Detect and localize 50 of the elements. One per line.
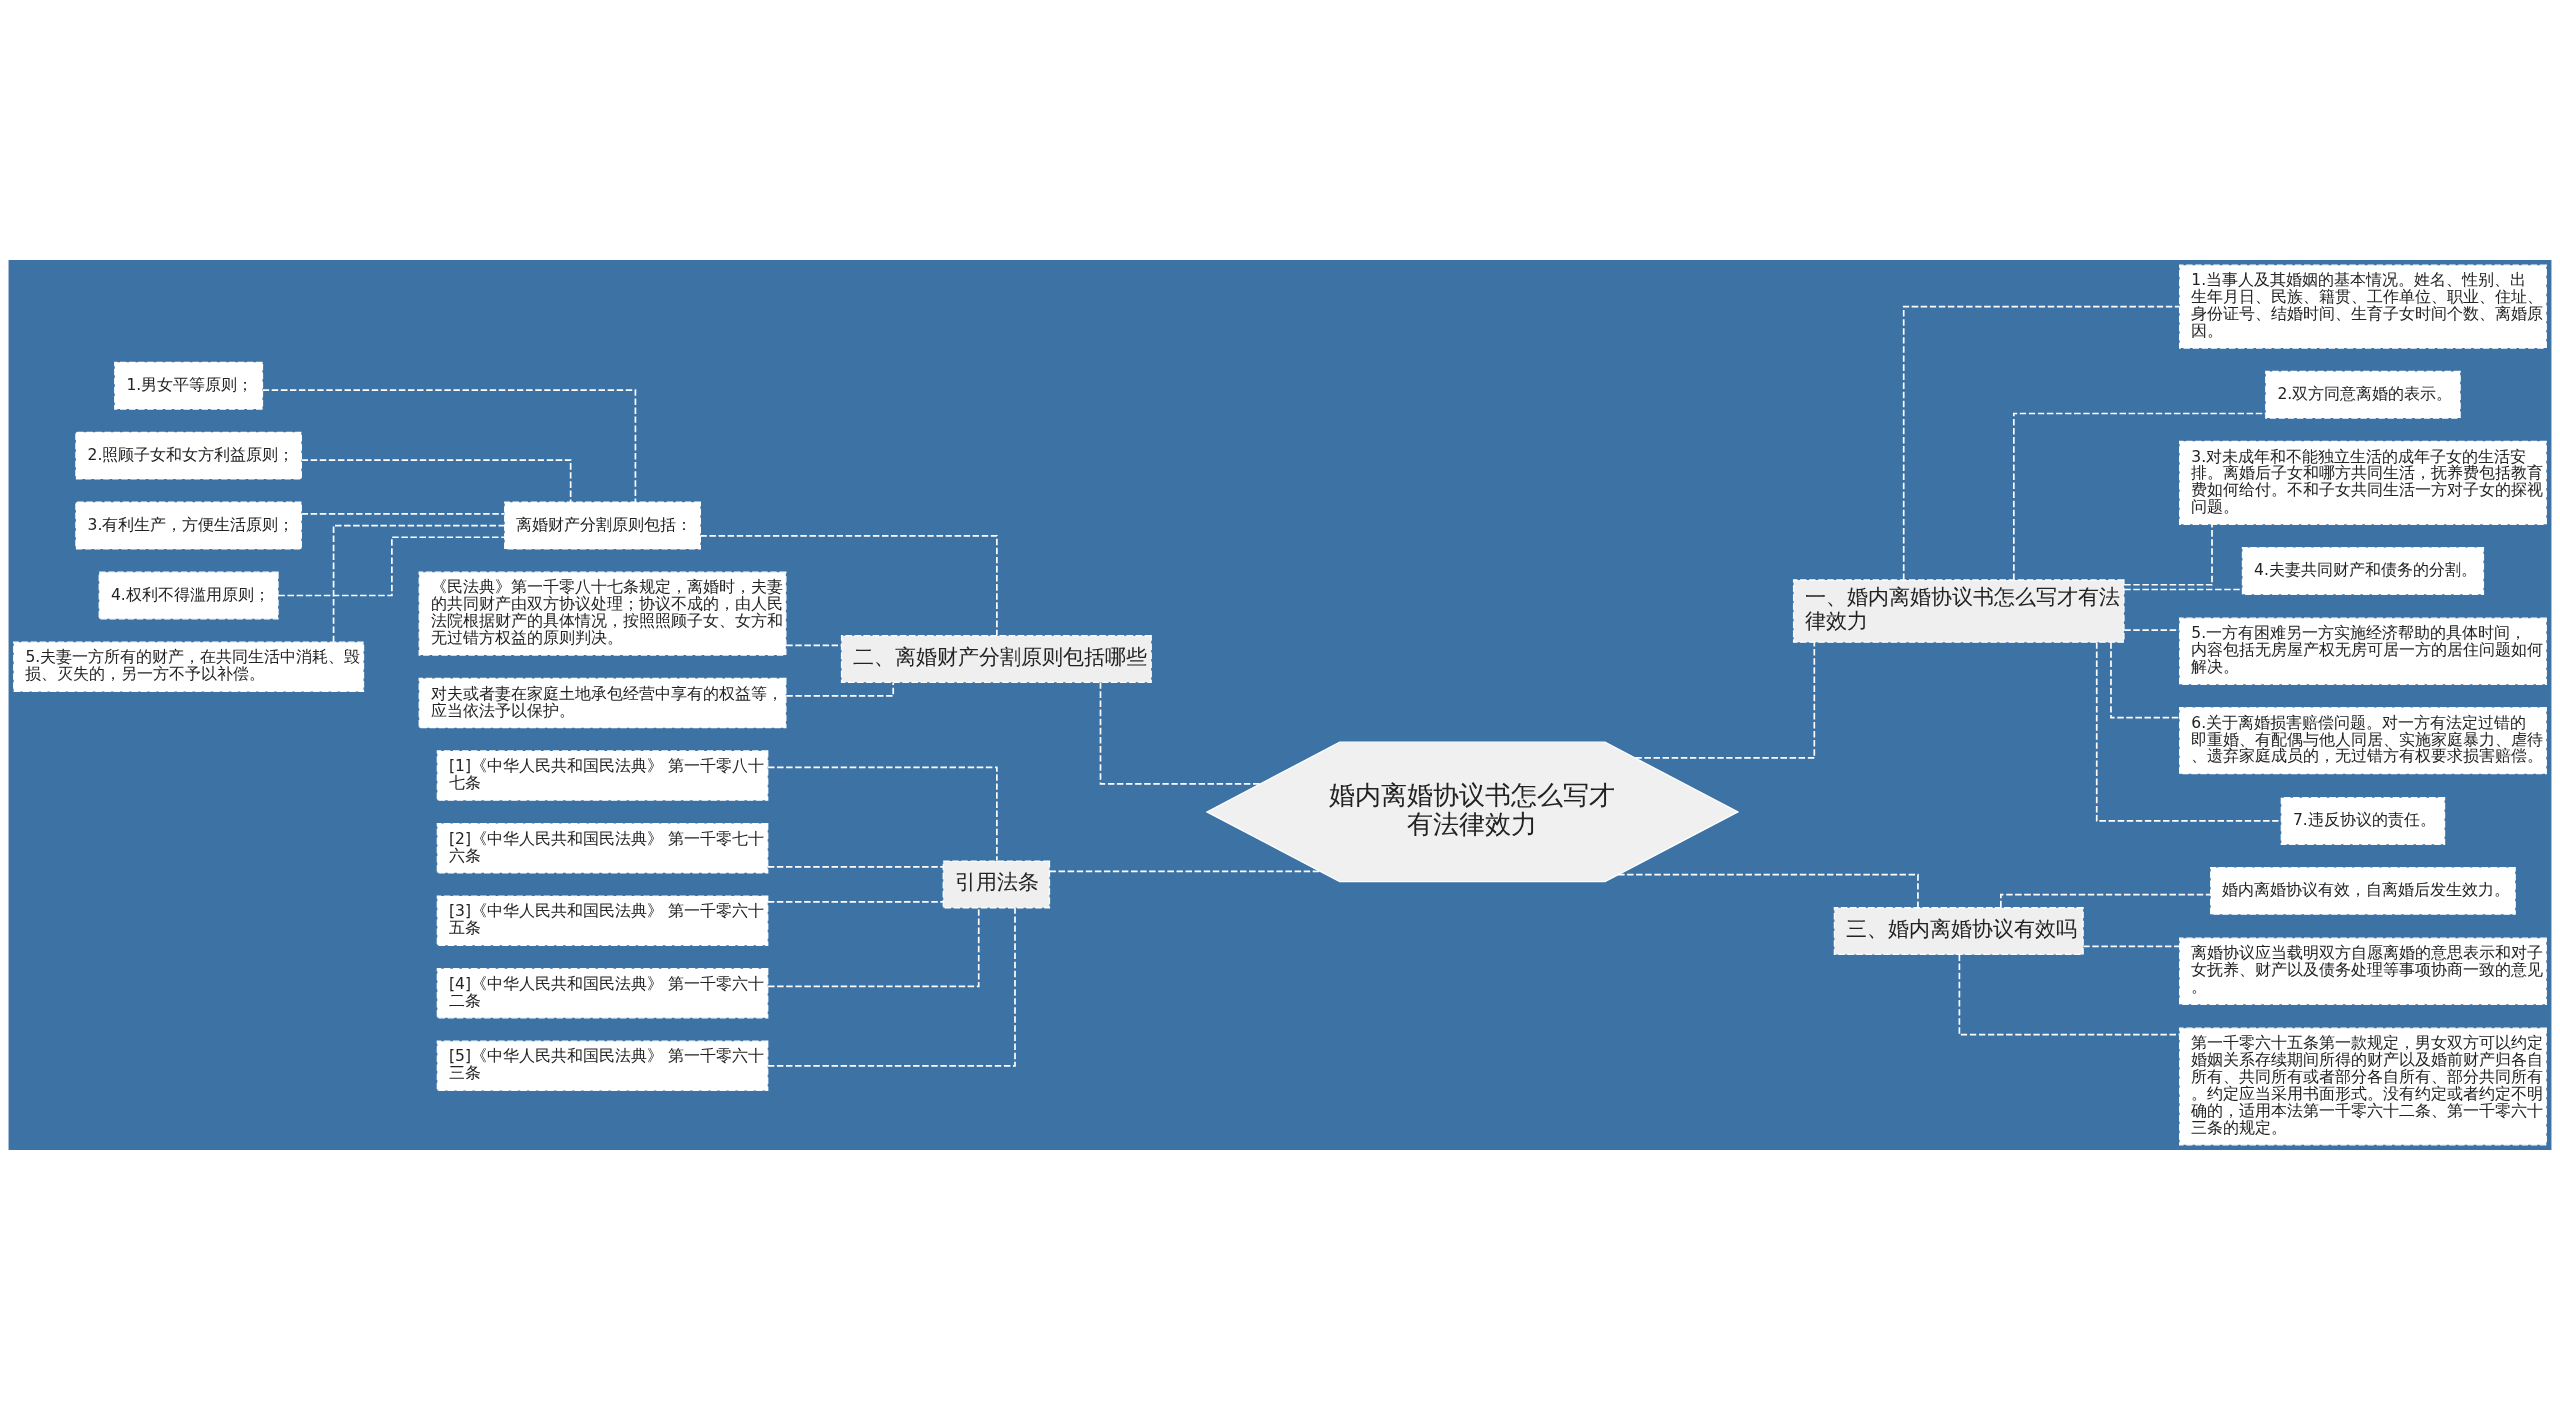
node-box: [1]《中华人民共和国民法典》 第一千零八十七条	[436, 749, 769, 801]
connector	[2082, 944, 2181, 947]
connector	[1634, 640, 1816, 759]
node-box: 1.男女平等原则；	[114, 361, 264, 410]
connector	[767, 900, 944, 903]
node-box: 2.双方同意离婚的表示。	[2265, 370, 2461, 419]
node-box: 1.当事人及其婚姻的基本情况。姓名、性别、出生年月日、民族、籍贯、工作单位、职业、住址、身份证号、结婚时间、生育子女时间个数、离婚原因。	[2179, 264, 2547, 349]
node-box: 第一千零六十五条第一款规定，男女双方可以约定婚姻关系存续期间所得的财产以及婚前财产归各自所有、共同所有或者部分各自所有、部分共同所有。约定应当采用书面形式。没有约定或者约定不明确的，适用本法第一千零六十二条、第一千零六十三条的规定。	[2179, 1027, 2547, 1145]
node-box: 2.照顾子女和女方利益原则；	[75, 431, 302, 480]
node-box: [3]《中华人民共和国民法典》 第一千零六十五条	[436, 894, 769, 946]
connector	[262, 388, 637, 503]
node-box: 一、婚内离婚协议书怎么写才有法律效力	[1792, 578, 2125, 643]
connector	[332, 524, 506, 643]
connector	[277, 535, 506, 596]
connector	[1048, 870, 1321, 872]
node-box: 二、离婚财产分割原则包括哪些	[840, 634, 1152, 683]
node-box: 3.对未成年和不能独立生活的成年子女的生活安排。离婚后子女和哪方共同生活，抚养费包括教育费如何给付。不和子女共同生活一方对子女的探视问题。	[2179, 440, 2547, 525]
connector	[2013, 412, 2267, 581]
connector	[2110, 641, 2181, 718]
node-box: 离婚财产分割原则包括：	[504, 501, 701, 550]
connector	[300, 512, 506, 515]
connector	[2000, 893, 2212, 908]
node-box: [5]《中华人民共和国民法典》 第一千零六十三条	[436, 1040, 769, 1091]
connector	[767, 906, 1016, 1067]
connector	[2123, 588, 2243, 590]
node-box: 引用法条	[942, 859, 1051, 908]
node-box: [4]《中华人民共和国民法典》 第一千零六十二条	[436, 967, 769, 1018]
connector	[767, 865, 944, 868]
connector	[699, 534, 998, 636]
node-box: 《民法典》第一千零八十七条规定，离婚时，夫妻的共同财产由双方协议处理；协议不成的，由人民法院根据财产的具体情况，按照照顾子女、女方和无过错方权益的原则判决。	[418, 571, 787, 656]
node-box: 婚内离婚协议有效，自离婚后发生效力。	[2210, 866, 2516, 915]
node-box: 4.权利不得滥用原则；	[98, 571, 279, 619]
node-box: 三、婚内离婚协议有效吗	[1833, 906, 2084, 955]
node-box: [2]《中华人民共和国民法典》 第一千零七十六条	[436, 822, 769, 873]
node-box: 6.关于离婚损害赔偿问题。对一方有法定过错的即重婚、有配偶与他人同居、实施家庭暴力、虐待、遗弃家庭成员的，无过错方有权要求损害赔偿。	[2179, 706, 2547, 774]
connector	[767, 906, 980, 987]
connector	[1099, 681, 1262, 785]
connector	[300, 458, 572, 503]
node-box: 4.夫妻共同财产和债务的分割。	[2241, 546, 2485, 595]
node-box: 5.一方有困难另一方实施经济帮助的具体时间，内容包括无房屋产权无房可居一方的居住问题如何解决。	[2179, 617, 2547, 685]
connector	[2123, 523, 2213, 586]
node-box: 3.有利生产，方便生活原则；	[75, 501, 302, 550]
connector	[767, 766, 998, 862]
connector	[2123, 628, 2181, 631]
node-box: 5.夫妻一方所有的财产，在共同生活中消耗、毁损、灭失的，另一方不予以补偿。	[13, 641, 365, 692]
connector	[1902, 305, 2181, 580]
node-box: 对夫或者妻在家庭土地承包经营中享有的权益等，应当依法予以保护。	[418, 677, 787, 728]
node-box: 离婚协议应当载明双方自愿离婚的意思表示和对子女抚养、财产以及债务处理等事项协商一致的意见。	[2179, 937, 2547, 1005]
node-box: 7.违反协议的责任。	[2280, 796, 2446, 845]
connector	[785, 681, 895, 697]
